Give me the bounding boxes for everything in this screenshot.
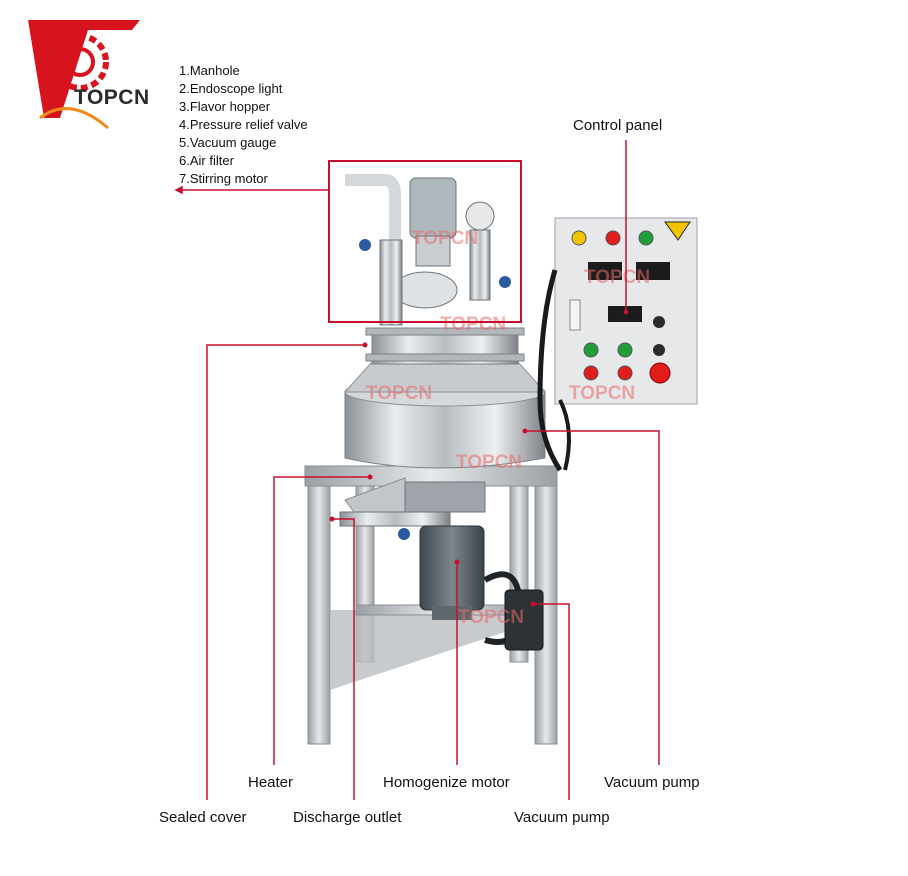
parts-list: 1.Manhole 2.Endoscope light 3.Flavor hop… <box>179 62 308 188</box>
watermark-text: TOPCN <box>412 228 478 249</box>
callout-dots <box>329 309 629 607</box>
callout-lines <box>174 140 660 800</box>
parts-list-item: 3.Flavor hopper <box>179 99 271 114</box>
heater-label: Heater <box>248 774 294 791</box>
watermark-text: TOPCN <box>458 607 524 628</box>
parts-list-item: 7.Stirring motor <box>179 171 268 186</box>
top-fittings <box>345 174 511 326</box>
brand-name: TOPCN <box>74 86 150 109</box>
watermark-text: TOPCN <box>584 267 650 288</box>
sealed-cover-label: Sealed cover <box>159 809 247 826</box>
watermark-text: TOPCN <box>569 383 635 404</box>
topcn-logo <box>28 20 140 130</box>
watermark-text: TOPCN <box>440 314 506 335</box>
parts-list-item: 1.Manhole <box>179 63 240 78</box>
watermark-text: TOPCN <box>456 452 522 473</box>
parts-list-item: 4.Pressure relief valve <box>179 117 308 132</box>
watermarks: TOPCN TOPCN TOPCN TOPCN TOPCN TOPCN TOPC… <box>366 228 650 628</box>
control-panel-label: Control panel <box>573 117 663 134</box>
parts-list-item: 5.Vacuum gauge <box>179 135 277 150</box>
fittings-highlight-box <box>328 160 522 323</box>
parts-list-item: 2.Endoscope light <box>179 81 283 96</box>
control-box <box>537 217 698 472</box>
parts-list-item: 6.Air filter <box>179 153 234 168</box>
heater-jacket <box>343 361 547 469</box>
homogenize-motor-label: Homogenize motor <box>383 774 510 791</box>
discharge-outlet-label: Discharge outlet <box>293 809 402 826</box>
sealed-cover <box>365 327 525 365</box>
bottom-assembly <box>339 477 544 651</box>
vacuum-pump-label-bottom: Vacuum pump <box>514 809 610 826</box>
watermark-text: TOPCN <box>366 383 432 404</box>
vacuum-pump-label-right: Vacuum pump <box>604 774 700 791</box>
